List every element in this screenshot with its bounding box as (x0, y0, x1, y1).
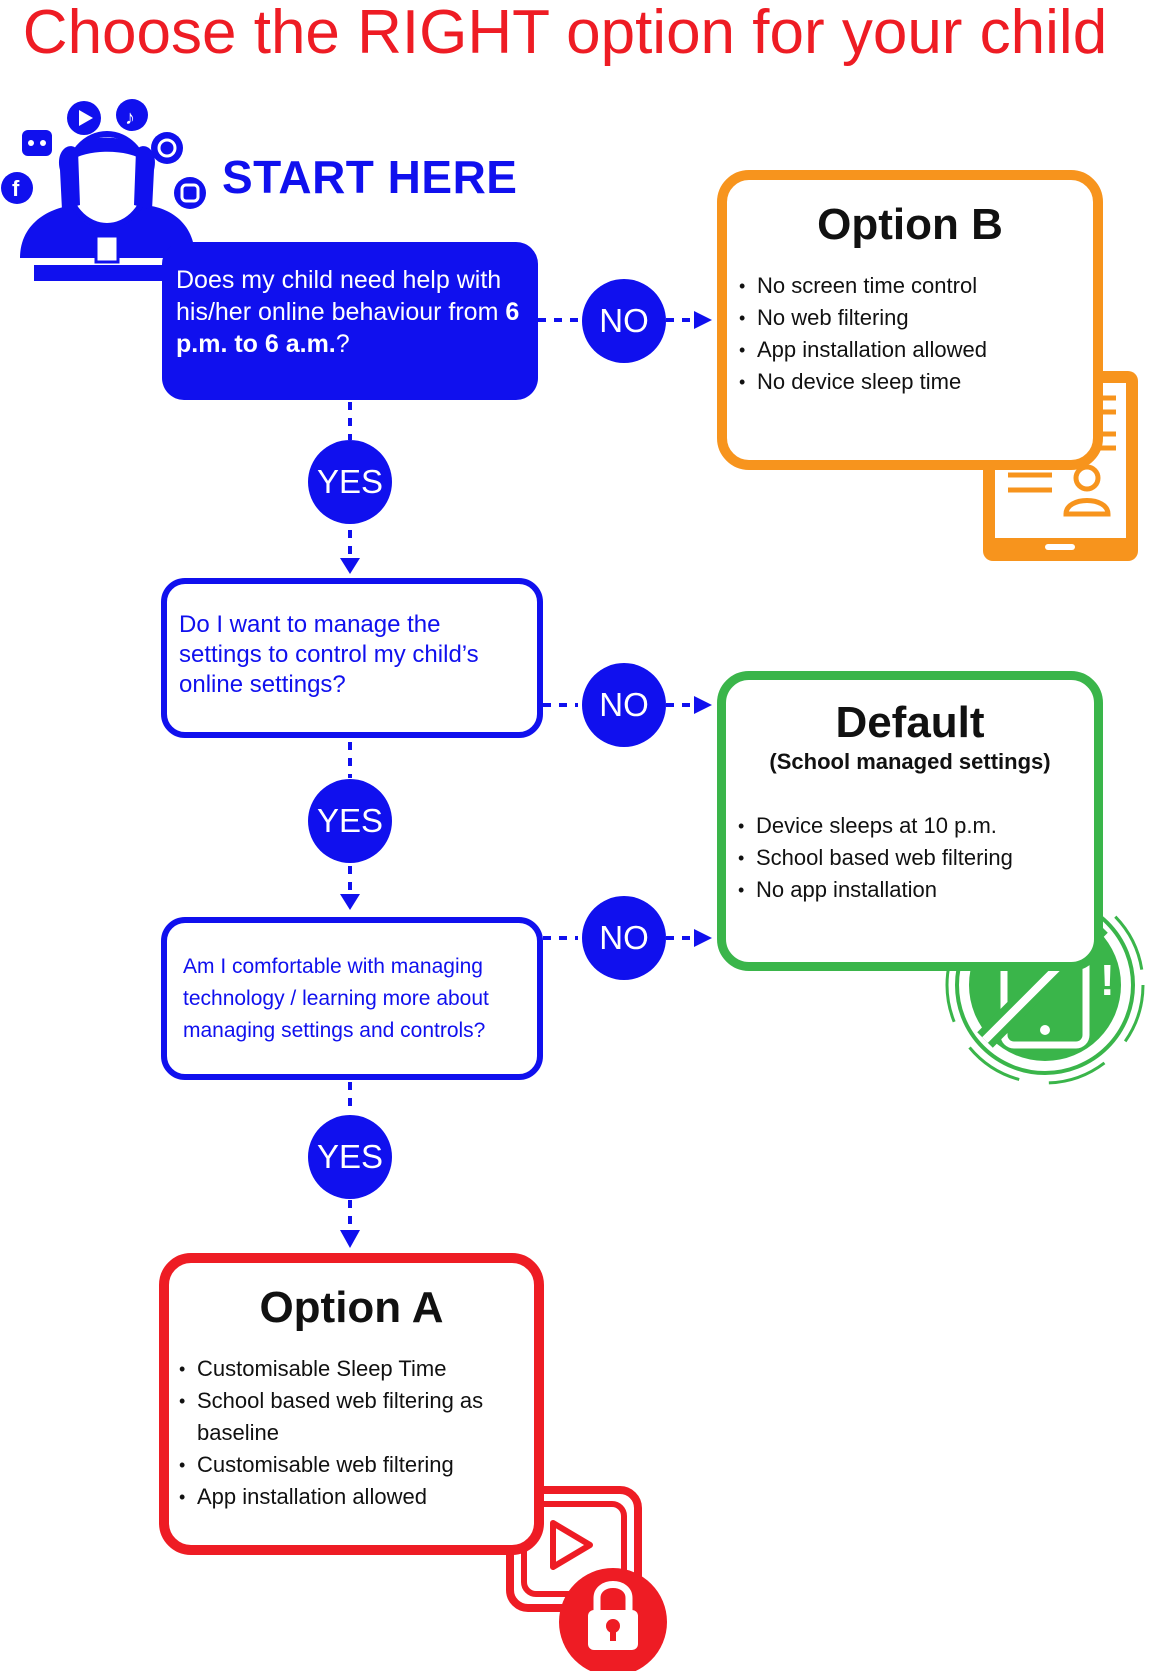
option-b-heading: Option B (817, 200, 1003, 249)
list-item: No device sleep time (739, 366, 1093, 398)
list-item: Customisable Sleep Time (179, 1353, 520, 1385)
arrow-right-icon (694, 696, 712, 714)
question-3-box: Am I comfortable with managing technolog… (161, 917, 543, 1080)
option-b-box: Option B No screen time control No web f… (717, 170, 1103, 470)
question-2-text: Do I want to manage the settings to cont… (179, 611, 479, 698)
default-subheading: (School managed settings) (769, 749, 1051, 774)
list-item: School based web filtering as baseline (179, 1385, 497, 1449)
question-1-text: Does my child need help with his/her onl… (176, 266, 506, 326)
list-item: No app installation (738, 874, 1094, 906)
option-a-heading: Option A (259, 1283, 444, 1332)
list-item: Customisable web filtering (179, 1449, 520, 1481)
question-3-text: Am I comfortable with managing technolog… (183, 955, 489, 1042)
default-heading: Default (835, 698, 985, 747)
no-badge: NO (582, 279, 666, 363)
list-item: No web filtering (739, 302, 1093, 334)
default-list: Device sleeps at 10 p.m. School based we… (738, 810, 1094, 906)
option-b-list: No screen time control No web filtering … (739, 270, 1093, 398)
list-item: Device sleeps at 10 p.m. (738, 810, 1094, 842)
arrow-right-icon (694, 929, 712, 947)
list-item: No screen time control (739, 270, 1093, 302)
svg-text:!: ! (1100, 956, 1115, 1005)
list-item: App installation allowed (179, 1481, 520, 1513)
tiktok-icon (116, 99, 148, 131)
page-title: Choose the RIGHT option for your child (22, 0, 1108, 67)
no-badge: NO (582, 896, 666, 980)
question-1-mark: ? (335, 330, 350, 358)
instagram-icon (174, 177, 206, 209)
discord-icon (22, 130, 52, 156)
yes-badge: YES (308, 1115, 392, 1199)
list-item: School based web filtering (738, 842, 1094, 874)
question-2-box: Do I want to manage the settings to cont… (161, 578, 543, 738)
question-1-box: Does my child need help with his/her onl… (162, 242, 538, 400)
whatsapp-icon (151, 132, 183, 164)
question-1-time-range: 6 p.m. to 6 a.m. (176, 298, 520, 358)
svg-text:f: f (12, 176, 20, 201)
arrow-down-icon (340, 558, 360, 574)
yes-badge: YES (308, 440, 392, 524)
default-option-box: Default (School managed settings) Device… (717, 671, 1103, 971)
arrow-down-icon (340, 1230, 360, 1248)
option-a-box: Option A Customisable Sleep Time School … (159, 1253, 544, 1555)
arrow-down-icon (340, 894, 360, 910)
stressed-person-icon (20, 131, 195, 281)
no-badge: NO (582, 663, 666, 747)
svg-text:♪: ♪ (125, 107, 135, 129)
facebook-icon (1, 172, 33, 204)
option-a-list: Customisable Sleep Time School based web… (179, 1353, 520, 1513)
arrow-right-icon (694, 311, 712, 329)
start-here-label: START HERE (222, 151, 518, 203)
list-item: App installation allowed (739, 334, 1093, 366)
yes-badge: YES (308, 779, 392, 863)
